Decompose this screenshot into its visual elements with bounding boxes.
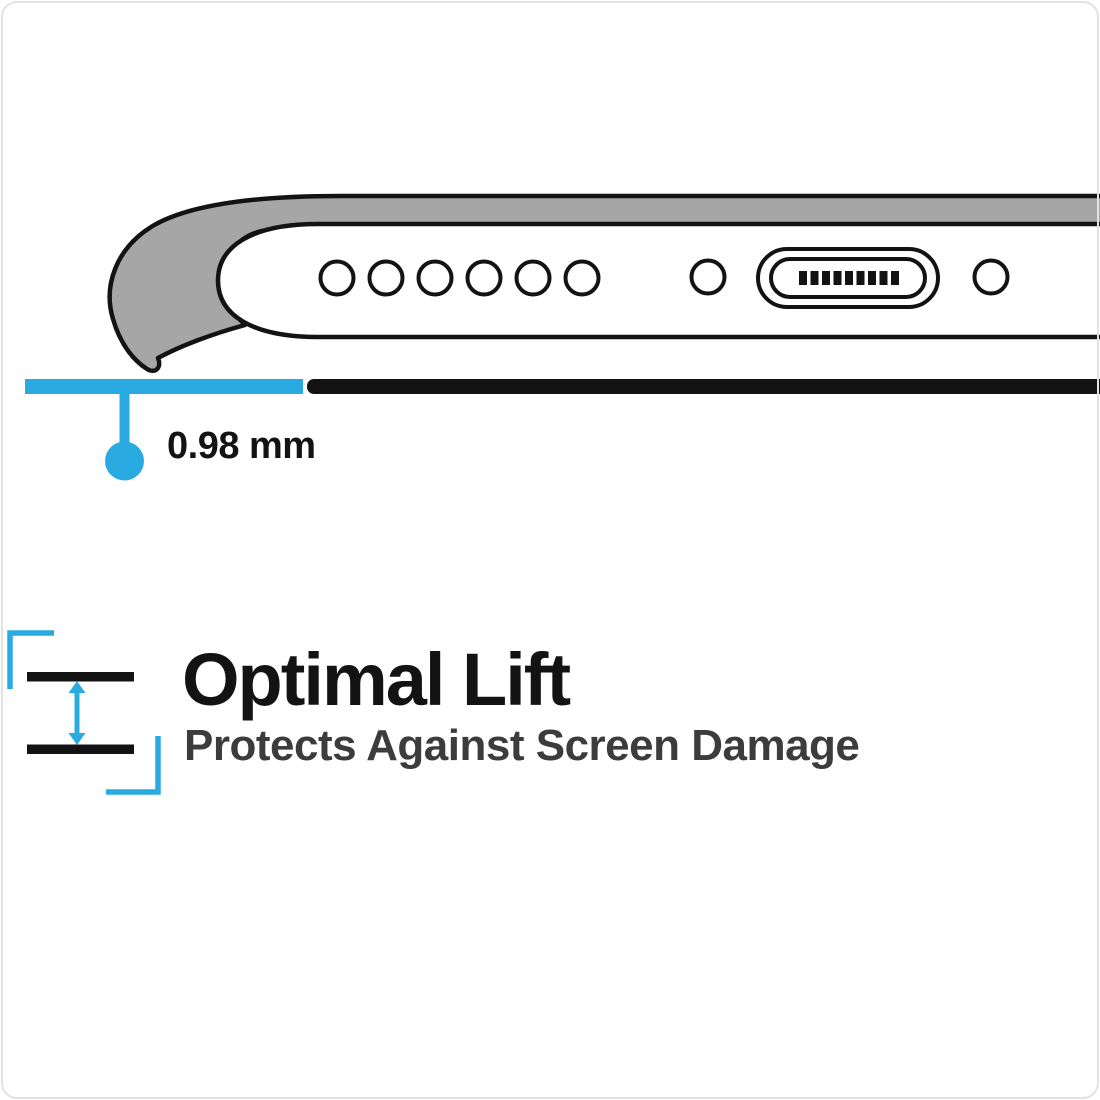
- charging-port: [756, 247, 940, 309]
- speaker-hole: [465, 259, 503, 297]
- screen-plane-bar: [307, 379, 1100, 394]
- bracket-top-left-icon: [7, 630, 54, 689]
- plate-bottom: [27, 744, 134, 754]
- bracket-bottom-right-icon: [106, 736, 161, 795]
- feature-subtitle: Protects Against Screen Damage: [184, 721, 860, 770]
- lift-measurement: [25, 379, 1100, 481]
- feature-title: Optimal Lift: [182, 638, 571, 721]
- measurement-pointer-stem: [119, 392, 130, 448]
- phone-case-illustration: [25, 193, 1100, 481]
- plate-top: [27, 672, 134, 682]
- double-arrow-icon: [68, 681, 86, 745]
- speaker-hole: [318, 259, 356, 297]
- screw-hole: [972, 258, 1010, 296]
- lift-gap-icon: [7, 630, 161, 795]
- speaker-hole: [367, 259, 405, 297]
- case-lip-height-bar: [25, 379, 303, 394]
- port-pins: [799, 271, 899, 285]
- mic-hole: [689, 258, 727, 296]
- speaker-holes: [318, 259, 601, 297]
- measurement-pointer-dot: [105, 441, 144, 481]
- measurement-label: 0.98 mm: [167, 425, 316, 467]
- speaker-hole: [563, 259, 601, 297]
- speaker-hole: [514, 259, 552, 297]
- speaker-hole: [416, 259, 454, 297]
